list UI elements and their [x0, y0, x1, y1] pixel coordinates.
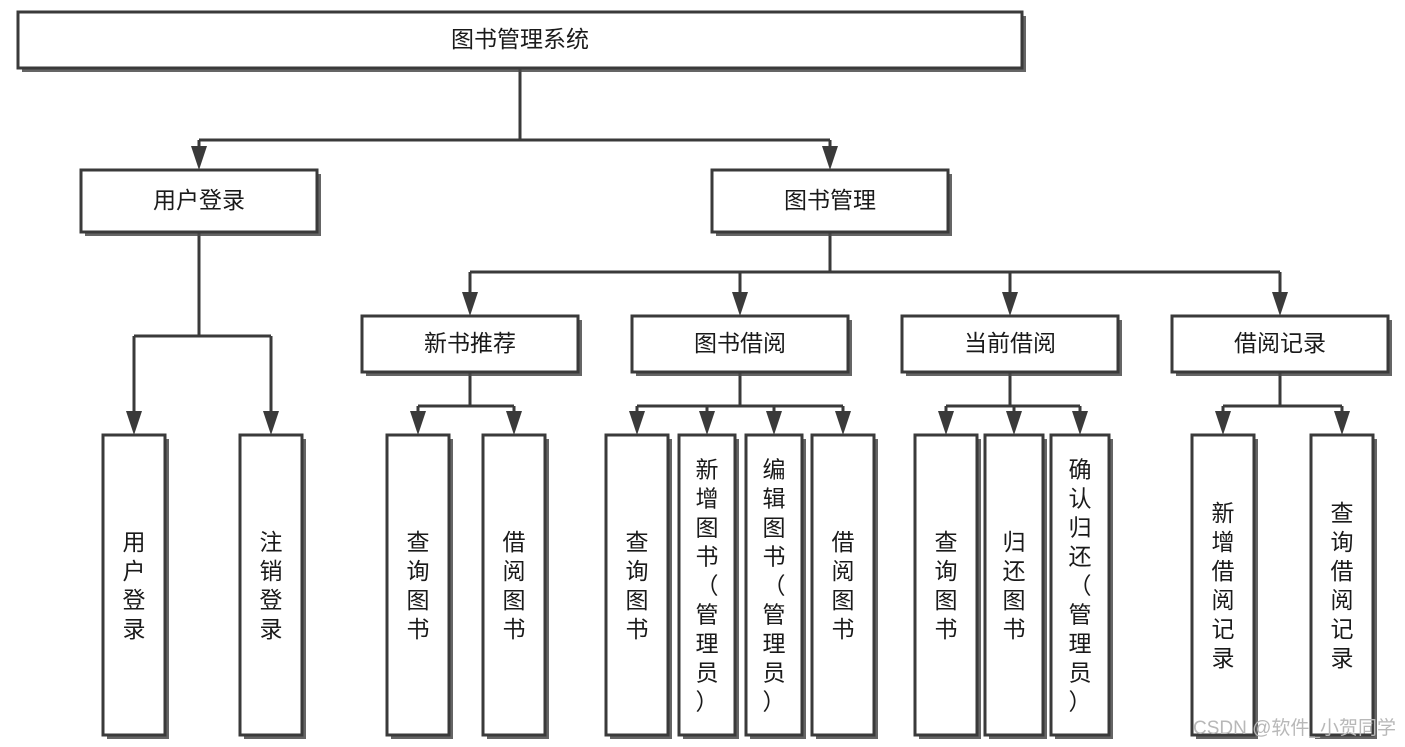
node-box[interactable]	[481, 433, 547, 737]
node-label: 新增借阅记录	[1212, 500, 1235, 671]
node-box[interactable]	[79, 168, 319, 234]
arrow-head-icon	[629, 411, 645, 435]
node-label: 用户登录	[153, 187, 245, 213]
node-leaf-add-book[interactable]: 新增图书（管理员）	[677, 433, 739, 739]
node-label: 图书借阅	[694, 330, 786, 356]
node-layer: 图书管理系统用户登录图书管理新书推荐图书借阅当前借阅借阅记录用户登录注销登录查询…	[16, 10, 1392, 739]
node-label: 当前借阅	[964, 330, 1056, 356]
node-box[interactable]	[101, 433, 167, 737]
node-leaf-query-book-3[interactable]: 查询图书	[913, 433, 981, 739]
node-root[interactable]: 图书管理系统	[16, 10, 1026, 72]
node-leaf-return-book[interactable]: 归还图书	[983, 433, 1047, 739]
arrow-head-icon	[1002, 292, 1018, 316]
node-label: 图书管理	[784, 187, 876, 213]
arrow-head-icon	[835, 411, 851, 435]
node-borrow-record[interactable]: 借阅记录	[1170, 314, 1392, 376]
arrow-head-icon	[191, 146, 207, 170]
arrow-head-icon	[410, 411, 426, 435]
node-leaf-user-login[interactable]: 用户登录	[101, 433, 169, 739]
arrow-head-icon	[1072, 411, 1088, 435]
connector-group	[191, 68, 838, 170]
arrow-head-icon	[462, 292, 478, 316]
arrow-head-icon	[1006, 411, 1022, 435]
connector-group	[126, 232, 279, 435]
node-leaf-edit-book[interactable]: 编辑图书（管理员）	[744, 433, 806, 739]
node-label: 新书推荐	[424, 330, 516, 356]
node-box[interactable]	[1049, 433, 1111, 737]
node-leaf-query-borrow-record[interactable]: 查询借阅记录	[1309, 433, 1377, 739]
node-label: 注销登录	[260, 529, 283, 642]
arrow-head-icon	[1272, 292, 1288, 316]
node-leaf-confirm-return[interactable]: 确认归还（管理员）	[1049, 433, 1113, 739]
node-box[interactable]	[677, 433, 737, 737]
connector-layer	[126, 68, 1350, 435]
node-label: 查询图书	[935, 529, 958, 642]
node-book-manage[interactable]: 图书管理	[710, 168, 952, 236]
arrow-head-icon	[732, 292, 748, 316]
node-box[interactable]	[1190, 433, 1256, 737]
connector-group	[629, 372, 851, 435]
node-label: 查询图书	[626, 529, 649, 642]
connector-group	[938, 372, 1088, 435]
node-box[interactable]	[744, 433, 804, 737]
node-box[interactable]	[913, 433, 979, 737]
arrow-head-icon	[1215, 411, 1231, 435]
watermark-label: CSDN @软件_小贺同学	[1193, 717, 1396, 739]
node-label: 借阅图书	[832, 529, 855, 642]
node-box[interactable]	[1309, 433, 1375, 737]
node-label: 新增图书（管理员）	[696, 457, 719, 715]
node-current-borrow[interactable]: 当前借阅	[900, 314, 1122, 376]
node-box[interactable]	[1170, 314, 1390, 374]
node-leaf-query-book-1[interactable]: 查询图书	[385, 433, 453, 739]
node-label: 确认归还（管理员）	[1069, 457, 1092, 715]
node-box[interactable]	[983, 433, 1045, 737]
node-new-book-recommend[interactable]: 新书推荐	[360, 314, 582, 376]
arrow-head-icon	[766, 411, 782, 435]
connector-group	[462, 232, 1288, 316]
arrow-head-icon	[938, 411, 954, 435]
node-box[interactable]	[630, 314, 850, 374]
node-box[interactable]	[238, 433, 304, 737]
node-label: 归还图书	[1003, 529, 1026, 642]
node-label: 编辑图书（管理员）	[763, 457, 786, 715]
arrow-head-icon	[822, 146, 838, 170]
node-label: 查询图书	[407, 529, 430, 642]
node-label: 查询借阅记录	[1331, 500, 1354, 671]
node-box[interactable]	[16, 10, 1024, 70]
connector-group	[1215, 372, 1350, 435]
node-leaf-add-borrow-record[interactable]: 新增借阅记录	[1190, 433, 1258, 739]
arrow-head-icon	[506, 411, 522, 435]
node-label: 图书管理系统	[451, 26, 589, 52]
node-label: 用户登录	[123, 529, 146, 642]
arrow-head-icon	[1334, 411, 1350, 435]
node-leaf-borrow-book-2[interactable]: 借阅图书	[810, 433, 878, 739]
node-label: 借阅记录	[1234, 330, 1326, 356]
connector-group	[410, 372, 522, 435]
node-label: 借阅图书	[503, 529, 526, 642]
node-leaf-query-book-2[interactable]: 查询图书	[604, 433, 672, 739]
node-leaf-borrow-book-1[interactable]: 借阅图书	[481, 433, 549, 739]
node-box[interactable]	[604, 433, 670, 737]
node-book-borrow[interactable]: 图书借阅	[630, 314, 852, 376]
arrow-head-icon	[699, 411, 715, 435]
node-box[interactable]	[900, 314, 1120, 374]
node-box[interactable]	[360, 314, 580, 374]
arrow-head-icon	[126, 411, 142, 435]
node-box[interactable]	[810, 433, 876, 737]
arrow-head-icon	[263, 411, 279, 435]
node-box[interactable]	[385, 433, 451, 737]
node-leaf-logout[interactable]: 注销登录	[238, 433, 306, 739]
node-user-login[interactable]: 用户登录	[79, 168, 321, 236]
node-box[interactable]	[710, 168, 950, 234]
